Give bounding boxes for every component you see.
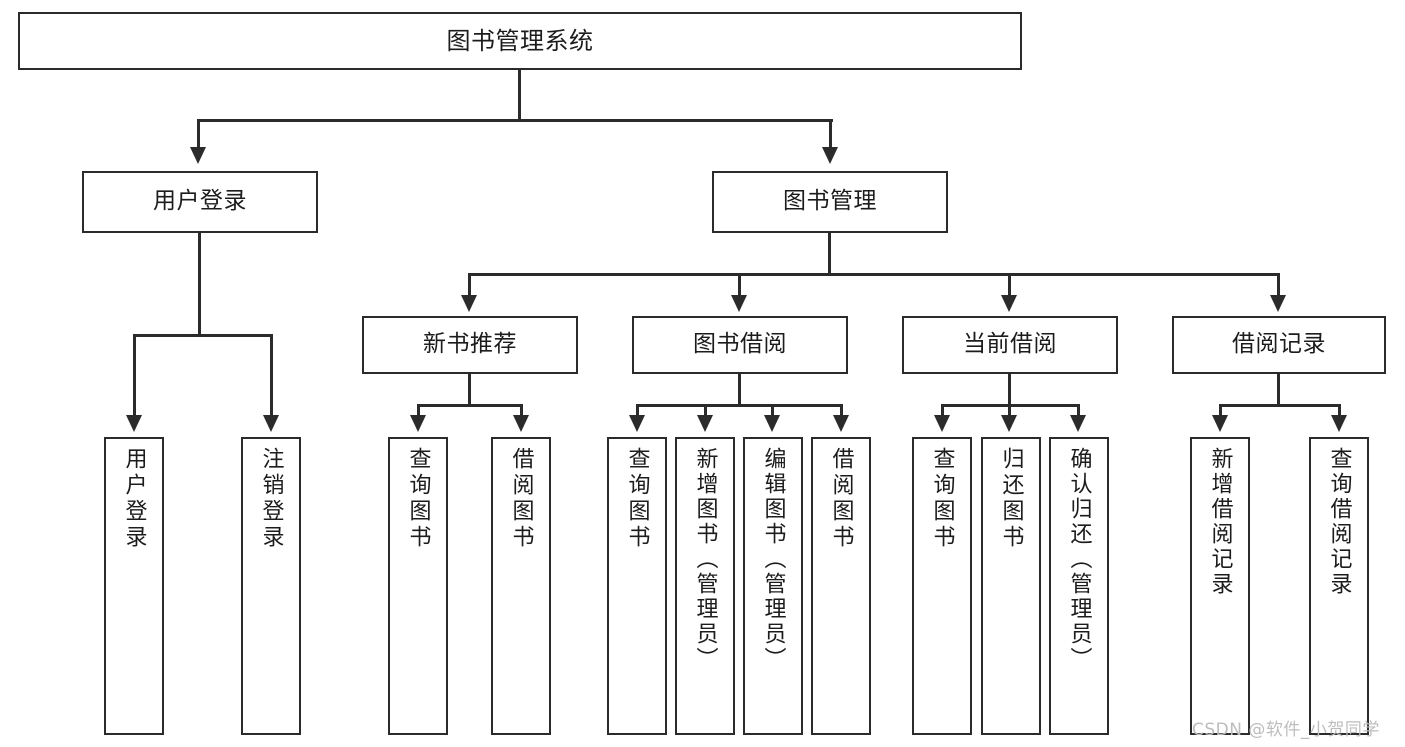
connector-bb-bus bbox=[636, 404, 843, 407]
connector-bm-drop-4 bbox=[1277, 273, 1280, 296]
leaf-nbr-query-book[interactable]: 查询图书 bbox=[388, 437, 448, 735]
node-book-borrow[interactable]: 图书借阅 bbox=[632, 316, 848, 374]
arrowhead-cb-leaf-3 bbox=[1070, 415, 1086, 432]
node-label: 当前借阅 bbox=[963, 331, 1057, 358]
leaf-cb-confirm-return-admin[interactable]: 确认归还（管理员） bbox=[1049, 437, 1109, 735]
node-label: 新增图书（管理员） bbox=[692, 447, 718, 672]
node-label: 图书管理 bbox=[783, 188, 877, 215]
node-label: 借阅图书 bbox=[508, 447, 534, 551]
node-label: 新增借阅记录 bbox=[1207, 447, 1233, 597]
connector-root-stem bbox=[518, 70, 521, 120]
node-user-login[interactable]: 用户登录 bbox=[82, 171, 318, 233]
connector-user-login-stem bbox=[198, 233, 201, 335]
leaf-cb-query-book[interactable]: 查询图书 bbox=[912, 437, 972, 735]
arrowhead-bb-leaf-4 bbox=[833, 415, 849, 432]
node-root-book-management-system[interactable]: 图书管理系统 bbox=[18, 12, 1022, 70]
connector-root-bus bbox=[197, 119, 833, 122]
connector-book-management-stem bbox=[828, 233, 831, 274]
connector-cb-stem bbox=[1008, 374, 1011, 405]
leaf-cb-return-book[interactable]: 归还图书 bbox=[981, 437, 1041, 735]
csdn-watermark: CSDN @软件_小贺同学 bbox=[1192, 720, 1380, 740]
leaf-br-query-record[interactable]: 查询借阅记录 bbox=[1309, 437, 1369, 735]
arrowhead-to-user-login-leaf bbox=[126, 415, 142, 432]
node-label: 查询图书 bbox=[929, 447, 955, 551]
connector-bm-drop-2 bbox=[738, 273, 741, 296]
leaf-bb-add-book-admin[interactable]: 新增图书（管理员） bbox=[675, 437, 735, 735]
node-label: 查询图书 bbox=[405, 447, 431, 551]
connector-cb-drop-2 bbox=[1008, 404, 1011, 416]
arrowhead-bb-leaf-2 bbox=[697, 415, 713, 432]
connector-cb-drop-1 bbox=[941, 404, 944, 416]
connector-bb-drop-1 bbox=[636, 404, 639, 416]
node-label: 查询借阅记录 bbox=[1326, 447, 1352, 597]
node-label: 归还图书 bbox=[998, 447, 1024, 551]
node-label: 确认归还（管理员） bbox=[1066, 447, 1092, 672]
connector-root-drop-left bbox=[197, 119, 200, 148]
arrowhead-to-new-book-recommend bbox=[461, 295, 477, 312]
connector-book-management-bus bbox=[468, 273, 1280, 276]
leaf-nbr-borrow-book[interactable]: 借阅图书 bbox=[491, 437, 551, 735]
connector-bb-drop-2 bbox=[704, 404, 707, 416]
connector-user-login-bus bbox=[133, 334, 273, 337]
node-label: 图书管理系统 bbox=[446, 26, 594, 55]
connector-bm-drop-3 bbox=[1008, 273, 1011, 296]
node-new-book-recommend[interactable]: 新书推荐 bbox=[362, 316, 578, 374]
connector-br-bus bbox=[1219, 404, 1341, 407]
connector-user-login-drop-2 bbox=[270, 334, 273, 416]
arrowhead-to-current-borrow bbox=[1001, 295, 1017, 312]
node-label: 用户登录 bbox=[153, 188, 247, 215]
arrowhead-to-logout-leaf bbox=[263, 415, 279, 432]
leaf-user-login[interactable]: 用户登录 bbox=[104, 437, 164, 735]
leaf-br-add-record[interactable]: 新增借阅记录 bbox=[1190, 437, 1250, 735]
leaf-bb-edit-book-admin[interactable]: 编辑图书（管理员） bbox=[743, 437, 803, 735]
arrowhead-nbr-leaf-2 bbox=[513, 415, 529, 432]
connector-bb-drop-3 bbox=[771, 404, 774, 416]
connector-nbr-drop-2 bbox=[520, 404, 523, 416]
connector-bb-drop-4 bbox=[840, 404, 843, 416]
connector-bb-stem bbox=[738, 374, 741, 405]
node-label: 编辑图书（管理员） bbox=[760, 447, 786, 672]
connector-br-stem bbox=[1277, 374, 1280, 405]
arrowhead-bb-leaf-1 bbox=[629, 415, 645, 432]
arrowhead-bb-leaf-3 bbox=[764, 415, 780, 432]
connector-nbr-stem bbox=[468, 374, 471, 405]
connector-br-drop-1 bbox=[1219, 404, 1222, 416]
connector-user-login-drop-1 bbox=[133, 334, 136, 416]
node-borrow-record[interactable]: 借阅记录 bbox=[1172, 316, 1386, 374]
connector-bm-drop-1 bbox=[468, 273, 471, 296]
arrowhead-to-borrow-record bbox=[1270, 295, 1286, 312]
arrowhead-nbr-leaf-1 bbox=[410, 415, 426, 432]
arrowhead-cb-leaf-2 bbox=[1001, 415, 1017, 432]
leaf-bb-query-book[interactable]: 查询图书 bbox=[607, 437, 667, 735]
connector-nbr-drop-1 bbox=[417, 404, 420, 416]
node-label: 查询图书 bbox=[624, 447, 650, 551]
node-label: 借阅图书 bbox=[828, 447, 854, 551]
node-label: 注销登录 bbox=[258, 447, 284, 551]
connector-root-drop-right bbox=[829, 119, 832, 148]
node-label: 借阅记录 bbox=[1232, 331, 1326, 358]
node-current-borrow[interactable]: 当前借阅 bbox=[902, 316, 1118, 374]
arrowhead-to-book-management bbox=[822, 147, 838, 164]
leaf-bb-borrow-book[interactable]: 借阅图书 bbox=[811, 437, 871, 735]
node-label: 图书借阅 bbox=[693, 331, 787, 358]
node-book-management[interactable]: 图书管理 bbox=[712, 171, 948, 233]
connector-cb-drop-3 bbox=[1077, 404, 1080, 416]
node-label: 用户登录 bbox=[121, 447, 147, 551]
arrowhead-br-leaf-2 bbox=[1331, 415, 1347, 432]
leaf-logout[interactable]: 注销登录 bbox=[241, 437, 301, 735]
arrowhead-br-leaf-1 bbox=[1212, 415, 1228, 432]
arrowhead-to-book-borrow bbox=[731, 295, 747, 312]
connector-nbr-bus bbox=[417, 404, 523, 407]
arrowhead-to-user-login bbox=[190, 147, 206, 164]
node-label: 新书推荐 bbox=[423, 331, 517, 358]
arrowhead-cb-leaf-1 bbox=[934, 415, 950, 432]
connector-br-drop-2 bbox=[1338, 404, 1341, 416]
